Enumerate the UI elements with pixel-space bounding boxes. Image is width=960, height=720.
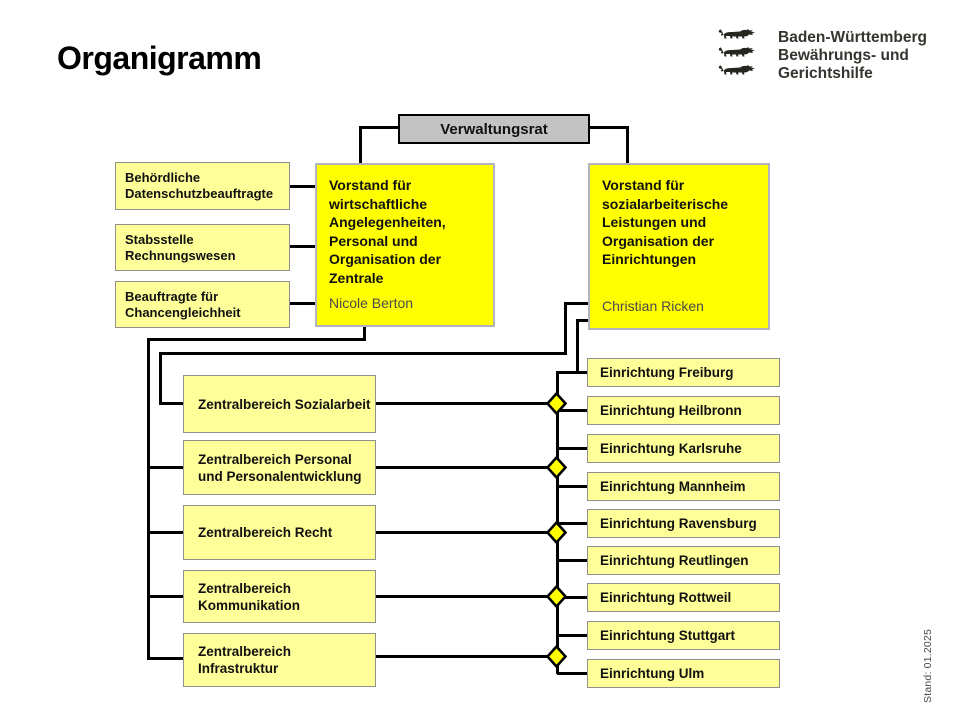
junction-diamond-icon xyxy=(545,584,568,609)
staff-box-chancengleichheit: Beauftragte für Chancengleichheit xyxy=(115,281,290,328)
connector-line xyxy=(557,409,587,412)
connector-line xyxy=(557,447,587,450)
einrichtung-box-stuttgart: Einrichtung Stuttgart xyxy=(587,621,780,650)
einrichtung-box-karlsruhe: Einrichtung Karlsruhe xyxy=(587,434,780,463)
connector-line xyxy=(159,402,183,405)
stand-note: Stand: 01.2025 xyxy=(922,628,934,703)
zentralbereich-box-sozialarbeit: Zentralbereich Sozialarbeit xyxy=(183,375,376,433)
connector-line xyxy=(557,559,587,562)
connector-line xyxy=(557,522,587,525)
einrichtung-box-ulm: Einrichtung Ulm xyxy=(587,659,780,688)
junction-diamond-icon xyxy=(545,644,568,669)
connector-line xyxy=(578,319,588,322)
logo-line-3: Gerichtshilfe xyxy=(778,65,873,82)
junction-diamond-icon xyxy=(545,520,568,545)
connector-line xyxy=(557,672,587,675)
connector-line xyxy=(290,245,315,248)
verwaltungsrat-box: Verwaltungsrat xyxy=(398,114,590,144)
connector-line xyxy=(147,338,366,341)
einrichtung-box-ravensburg: Einrichtung Ravensburg xyxy=(587,509,780,538)
einrichtung-box-reutlingen: Einrichtung Reutlingen xyxy=(587,546,780,575)
vorstand-sozial-title: Vorstand für sozialarbeiterische Leistun… xyxy=(602,177,729,267)
three-lions-icon xyxy=(718,28,756,83)
connector-line xyxy=(576,319,579,373)
zentralbereich-box-personal: Zentralbereich Personal und Personalentw… xyxy=(183,440,376,495)
connector-line xyxy=(376,402,558,405)
vorstand-sozial-box: Vorstand für sozialarbeiterische Leistun… xyxy=(588,163,770,330)
staff-box-rechnungswesen: Stabsstelle Rechnungswesen xyxy=(115,224,290,271)
vorstand-sozial-name: Christian Ricken xyxy=(602,297,704,314)
connector-line xyxy=(557,485,587,488)
connector-line xyxy=(376,655,558,658)
staff-box-datenschutz: Behördliche Datenschutzbeauftragte xyxy=(115,162,290,210)
logo-line-2: Bewährungs- und xyxy=(778,47,909,64)
connector-line xyxy=(147,595,183,598)
connector-line xyxy=(160,352,567,355)
logo-text: Baden-Württemberg Bewährungs- und Gerich… xyxy=(778,28,927,83)
einrichtung-box-heilbronn: Einrichtung Heilbronn xyxy=(587,396,780,425)
connector-line xyxy=(159,352,162,405)
einrichtung-box-freiburg: Einrichtung Freiburg xyxy=(587,358,780,387)
einrichtung-box-mannheim: Einrichtung Mannheim xyxy=(587,472,780,501)
vorstand-wirtschaft-name: Nicole Berton xyxy=(329,294,414,311)
connector-line xyxy=(360,126,398,129)
junction-diamond-icon xyxy=(545,391,568,416)
zentralbereich-box-kommunikation: Zentralbereich Kommunikation xyxy=(183,570,376,623)
connector-line xyxy=(290,185,315,188)
connector-line xyxy=(376,531,558,534)
connector-line xyxy=(147,338,150,660)
connector-line xyxy=(363,327,366,341)
connector-line xyxy=(557,634,587,637)
zentralbereich-box-recht: Zentralbereich Recht xyxy=(183,505,376,560)
vorstand-wirtschaft-title: Vorstand für wirtschaftliche Angelegenhe… xyxy=(329,177,446,286)
connector-line xyxy=(290,302,315,305)
connector-line xyxy=(564,302,567,355)
connector-line xyxy=(590,126,628,129)
connector-line xyxy=(557,371,587,374)
connector-line xyxy=(557,596,587,599)
logo-line-1: Baden-Württemberg xyxy=(778,29,927,46)
junction-diamond-icon xyxy=(545,455,568,480)
connector-line xyxy=(147,466,183,469)
zentralbereich-box-infrastruktur: Zentralbereich Infrastruktur xyxy=(183,633,376,687)
connector-line xyxy=(626,126,629,164)
logo: Baden-Württemberg Bewährungs- und Gerich… xyxy=(718,28,927,83)
page-title: Organigramm xyxy=(57,40,262,76)
connector-line xyxy=(376,595,558,598)
einrichtung-box-rottweil: Einrichtung Rottweil xyxy=(587,583,780,612)
connector-line xyxy=(147,531,183,534)
connector-line xyxy=(147,657,183,660)
connector-line xyxy=(359,126,362,164)
vorstand-wirtschaft-box: Vorstand für wirtschaftliche Angelegenhe… xyxy=(315,163,495,327)
connector-line xyxy=(376,466,558,469)
connector-line xyxy=(565,302,588,305)
